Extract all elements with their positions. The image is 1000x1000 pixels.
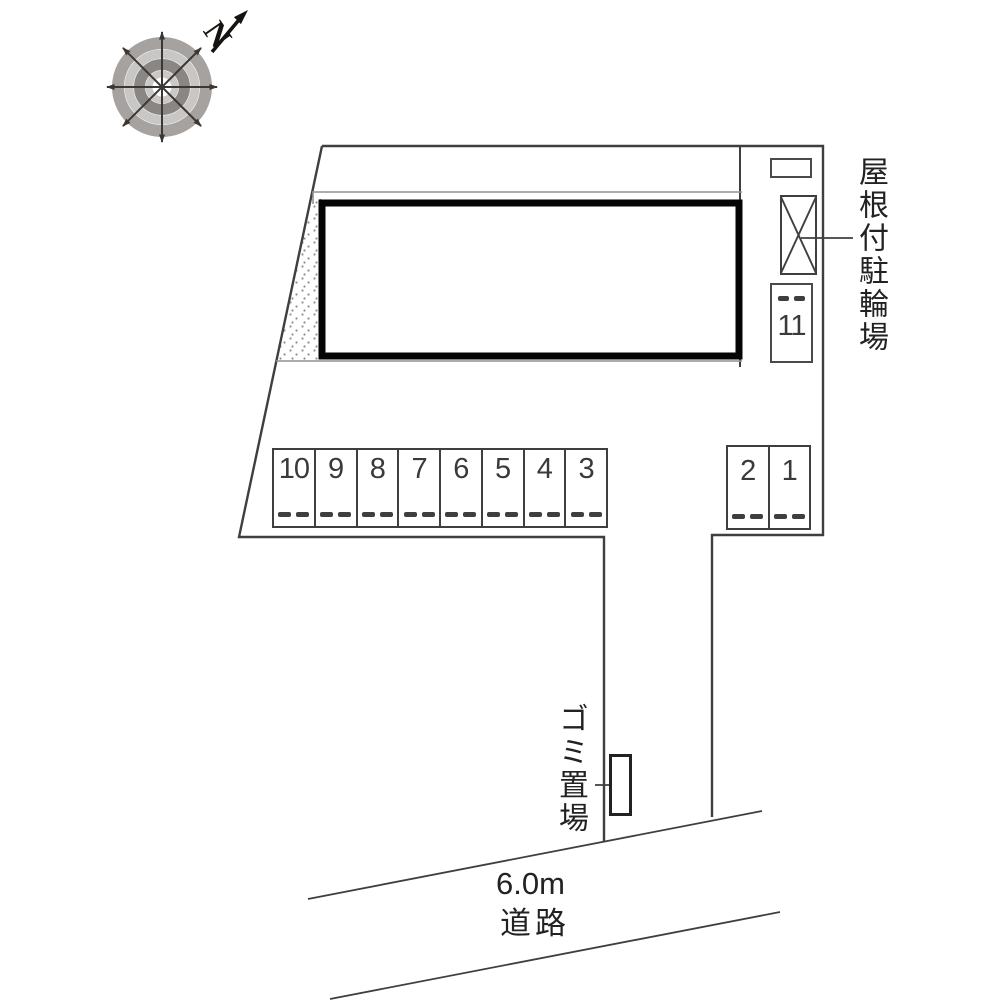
road-name-label: 道路 <box>500 906 570 941</box>
wheel-stop-marks <box>274 512 314 517</box>
road-width-label: 6.0m <box>496 866 565 901</box>
parking-stall-8: 8 <box>355 450 398 526</box>
stall-number: 8 <box>369 453 386 485</box>
parking-stall-2: 2 <box>728 447 768 528</box>
parking-stall-3: 3 <box>564 450 606 526</box>
compass-star-lines <box>106 31 218 143</box>
stall-number: 10 <box>278 453 310 485</box>
stall-number: 1 <box>781 455 798 487</box>
parking-row-entrance: 2 1 <box>726 445 811 530</box>
wheel-stop-marks <box>358 512 398 517</box>
road-edge-near <box>307 810 763 900</box>
compass-icon: N <box>106 10 248 143</box>
wheel-stop-marks <box>728 514 768 519</box>
compass-north-label: N <box>197 14 240 54</box>
wheel-stop-marks <box>441 512 481 517</box>
garbage-bin <box>609 754 632 816</box>
wheel-stop-marks <box>525 512 565 517</box>
stall-number: 7 <box>411 453 428 485</box>
parking-stall-5: 5 <box>480 450 523 526</box>
wheel-stop-marks <box>566 512 606 517</box>
wheel-stop-marks <box>399 512 439 517</box>
parking-stall-7: 7 <box>397 450 439 526</box>
bicycle-parking-x-mark <box>780 196 817 274</box>
bicycle-parking-label: 屋根付駐輪場 <box>854 156 887 354</box>
stall-number: 3 <box>578 453 595 485</box>
north-arrow-head <box>233 10 248 25</box>
north-arrow-shaft <box>210 19 240 54</box>
parking-stall-6: 6 <box>439 450 481 526</box>
garbage-area-label: ゴミ置場 <box>554 703 587 835</box>
stall-number: 2 <box>740 455 756 487</box>
road-edge-far <box>329 911 781 1000</box>
wheel-stop-marks <box>770 514 810 519</box>
parking-stall-10: 10 <box>274 450 314 526</box>
parking-stall-1: 1 <box>767 447 810 528</box>
building <box>318 199 743 360</box>
parking-stall-4: 4 <box>522 450 565 526</box>
site-boundary-right <box>322 144 825 817</box>
stall-number: 4 <box>536 453 553 485</box>
wheel-stop-marks <box>316 512 356 517</box>
site-boundary-left <box>237 145 606 841</box>
stall-number: 9 <box>328 453 344 485</box>
sign-rect <box>770 158 812 178</box>
stall-number: 5 <box>495 453 511 485</box>
parking-row-main: 10 9 8 7 6 5 4 3 <box>272 448 608 528</box>
parking-stall-9: 9 <box>313 450 356 526</box>
stall-number: 11 <box>777 310 806 342</box>
wheel-stop-marks <box>772 296 811 301</box>
wheel-stop-marks <box>483 512 523 517</box>
stipple-wedge <box>277 199 322 361</box>
parking-stall-11: 11 <box>770 283 813 363</box>
stall-number: 6 <box>453 453 469 485</box>
covered-bicycle-parking-box <box>780 195 817 275</box>
